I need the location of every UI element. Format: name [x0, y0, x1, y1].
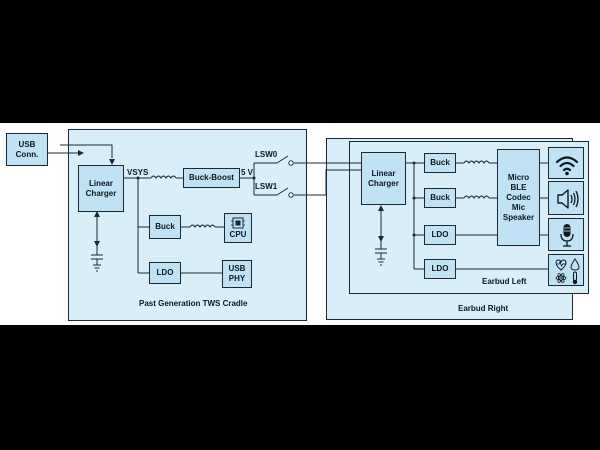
mcu-line4: Mic — [511, 202, 526, 212]
mcu-line2: BLE — [510, 182, 527, 192]
usb-line2: Conn. — [15, 149, 39, 159]
cradle-panel — [68, 129, 307, 321]
mcu-line1: Micro — [507, 172, 530, 182]
earbud-buck1-label: Buck — [430, 158, 450, 167]
cpu-block: CPU — [224, 213, 252, 243]
wires — [48, 144, 548, 274]
buck-boost-label: Buck-Boost — [189, 173, 234, 182]
cradle-charger-line1: Linear — [88, 178, 113, 188]
cradle-buck-block: Buck — [149, 215, 181, 239]
microphone-icon — [560, 224, 574, 247]
earbud-charger-line2: Charger — [368, 178, 399, 188]
lsw0-label: LSW0 — [255, 150, 278, 159]
sensor-box — [548, 254, 584, 286]
mcu-line3: Codec — [506, 192, 531, 202]
cradle-charger-line2: Charger — [85, 188, 117, 198]
earbud-buck2-label: Buck — [430, 193, 450, 202]
sensor-icon — [555, 258, 580, 285]
cradle-title: Past Generation TWS Cradle — [139, 299, 248, 308]
cradle-buck-label: Buck — [155, 222, 175, 231]
buck-boost-block: Buck-Boost — [183, 168, 240, 188]
vsys-label: VSYS — [127, 168, 149, 177]
lsw1-label: LSW1 — [255, 182, 278, 191]
cradle-ldo-label: LDO — [156, 268, 174, 277]
usb-phy-line2: PHY — [228, 274, 246, 283]
earbud-ldo1-block: LDO — [424, 225, 456, 245]
mcu-line5: Speaker — [502, 212, 535, 222]
cradle-ldo-block: LDO — [149, 262, 181, 284]
earbud-ldo1-label: LDO — [431, 230, 449, 239]
usb-line1: USB — [18, 139, 36, 149]
earbud-right-title: Earbud Right — [458, 304, 509, 313]
wifi-icon — [555, 156, 579, 176]
cpu-chip-icon — [231, 217, 245, 229]
wifi-box — [548, 147, 584, 179]
earbud-charger-line1: Linear — [371, 168, 396, 178]
usb-connector: USB Conn. — [6, 133, 48, 166]
mcu-block: Micro BLE Codec Mic Speaker — [497, 149, 540, 246]
usb-phy-line1: USB — [228, 264, 246, 273]
earbud-buck2-block: Buck — [424, 188, 456, 208]
speaker-icon — [557, 189, 579, 209]
microphone-box — [548, 218, 584, 251]
earbud-ldo2-block: LDO — [424, 259, 456, 279]
earbud-buck1-block: Buck — [424, 153, 456, 173]
five-volt-label: 5 V — [241, 168, 254, 177]
earbud-left-title: Earbud Left — [482, 277, 527, 286]
usb-phy-block: USB PHY — [222, 260, 252, 288]
speaker-box — [548, 181, 584, 215]
cpu-label: CPU — [229, 230, 247, 239]
earbud-ldo2-label: LDO — [431, 264, 449, 273]
block-diagram: Earbud Right Earbud Left Past Generation… — [0, 123, 600, 325]
earbud-linear-charger: Linear Charger — [361, 152, 406, 205]
cradle-linear-charger: Linear Charger — [78, 165, 124, 212]
